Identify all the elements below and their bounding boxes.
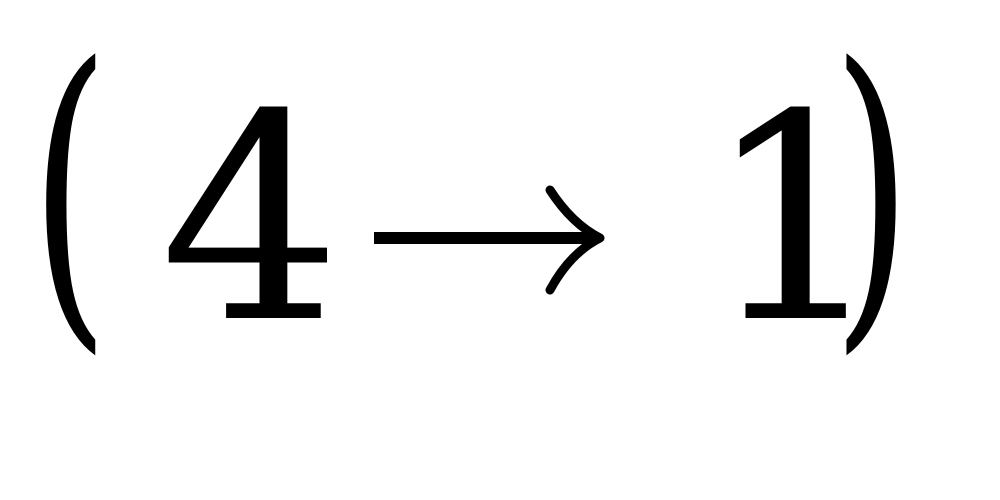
open-parenthesis: (: [30, 0, 110, 382]
close-parenthesis: ): [832, 0, 912, 382]
right-arrow-icon: [374, 185, 605, 295]
to-value: 1: [705, 54, 887, 386]
from-value: 4: [160, 54, 342, 386]
